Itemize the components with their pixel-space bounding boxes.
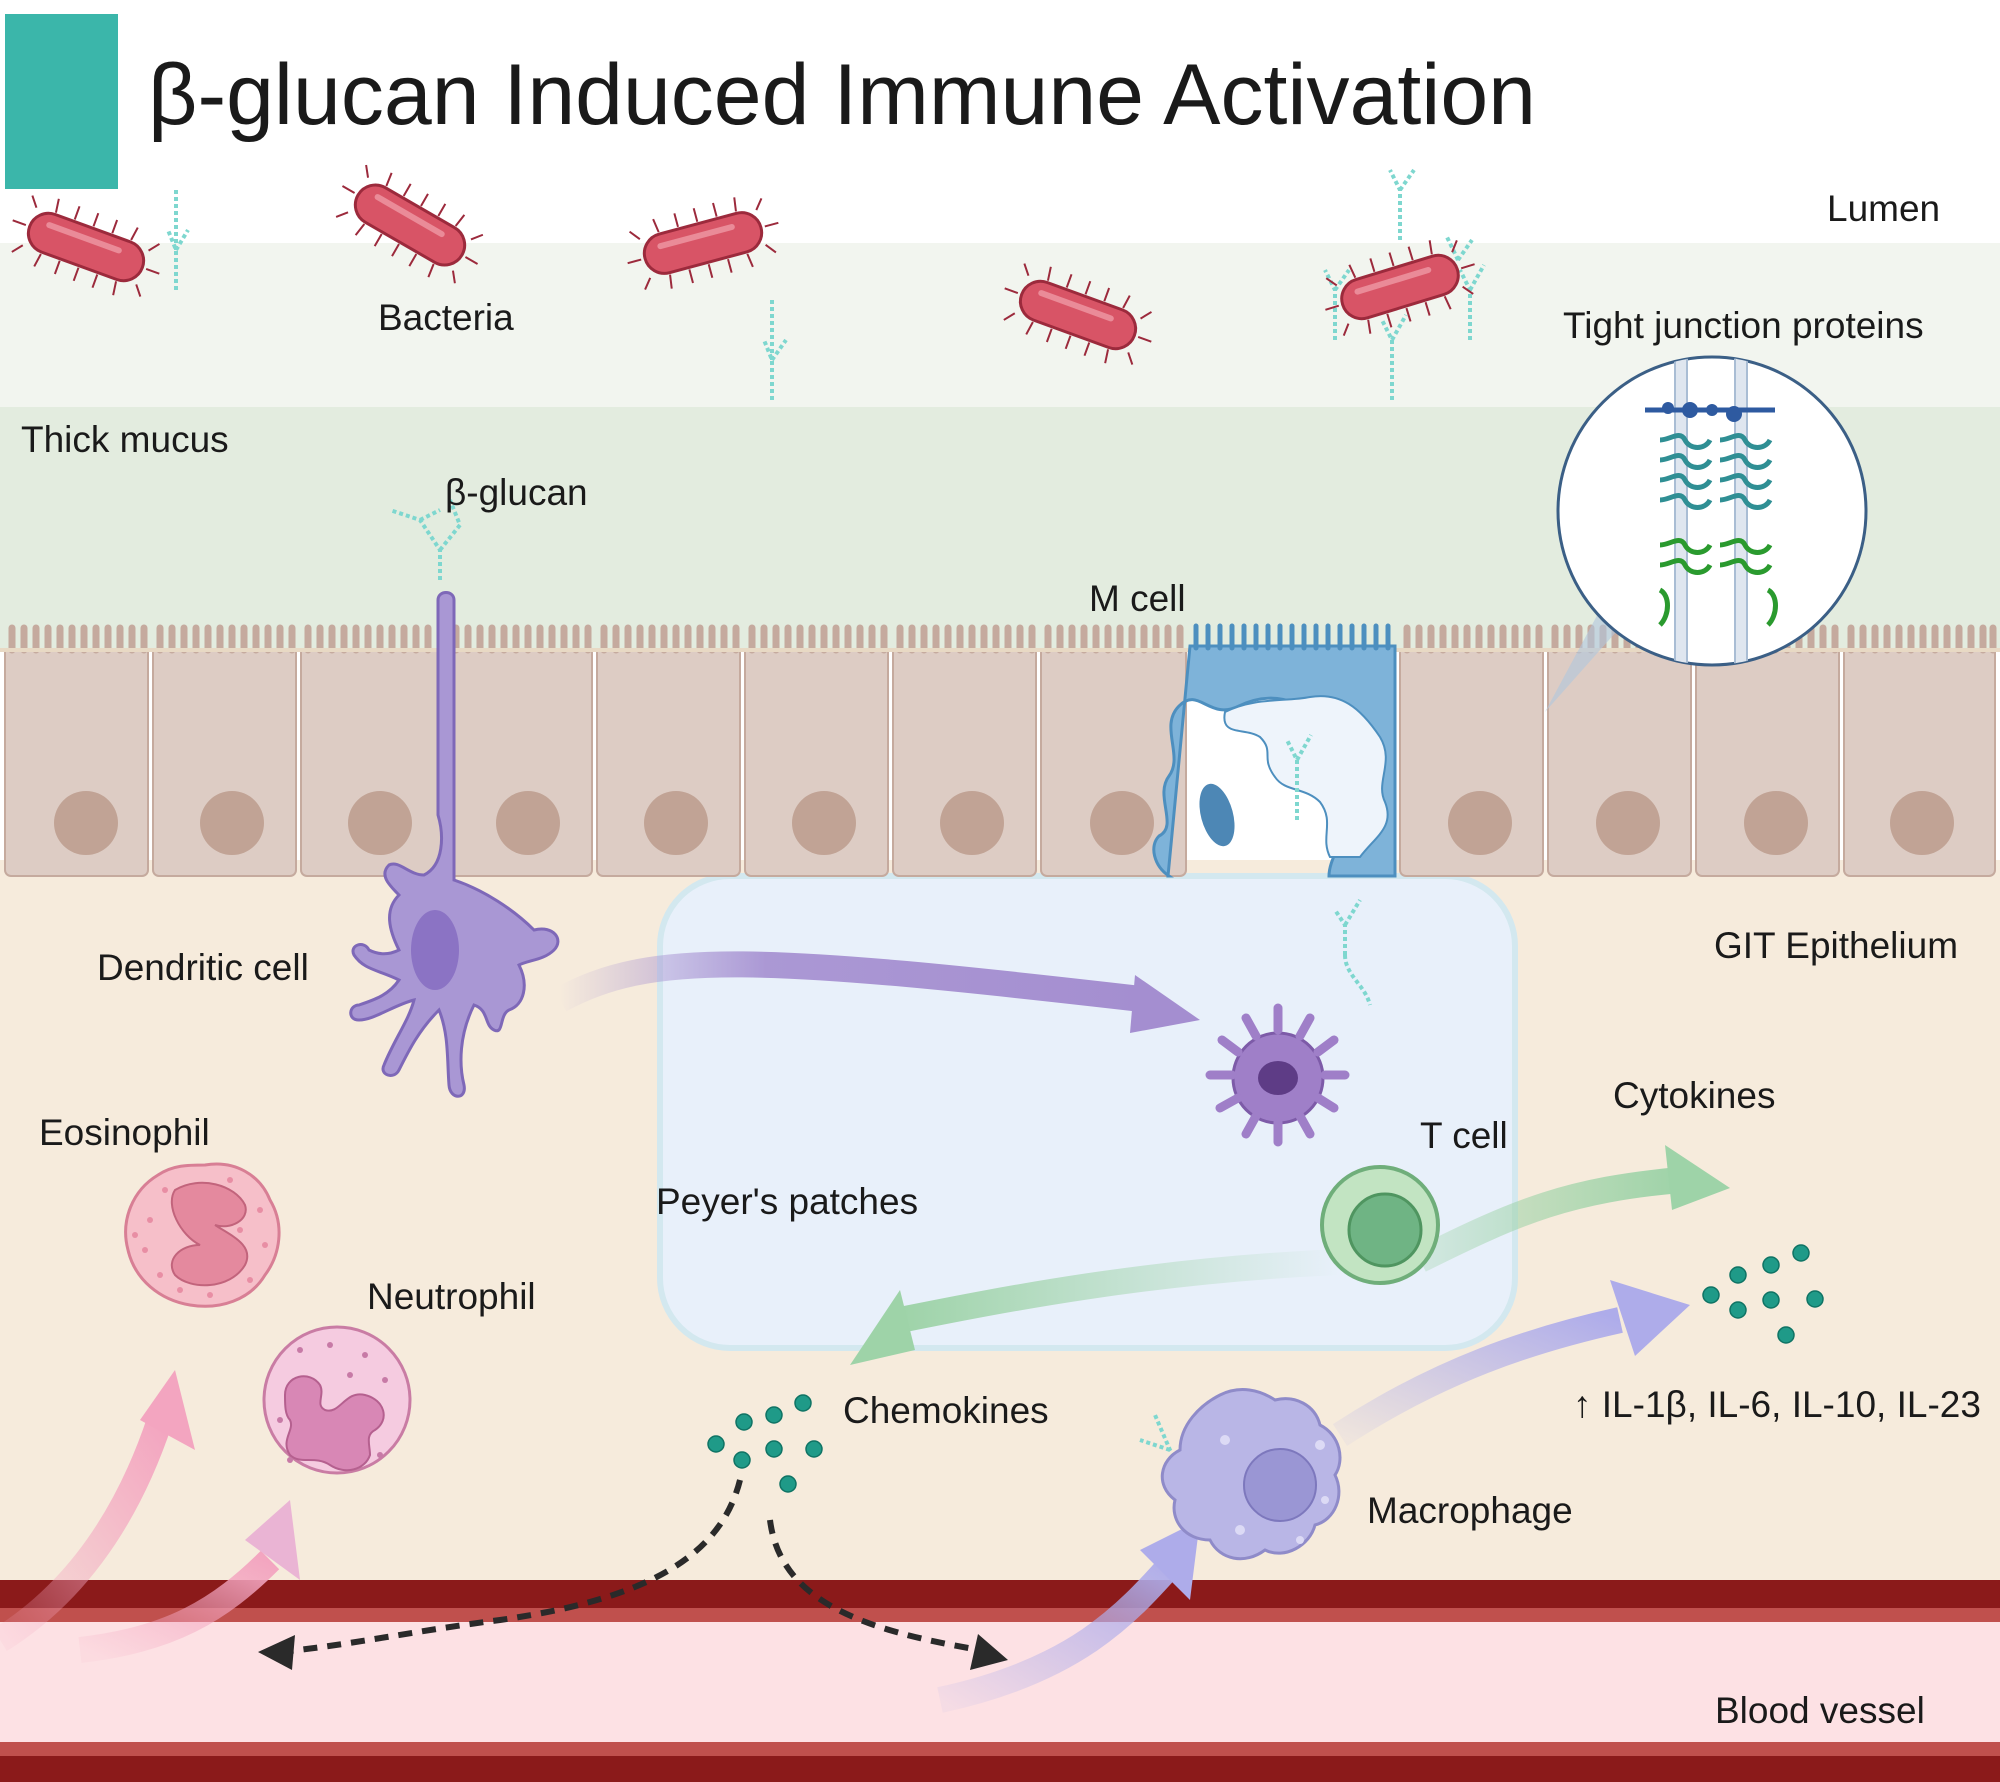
diagram-title: β-glucan Induced Immune Activation: [148, 47, 1537, 143]
chemokine-particles: [707, 1394, 823, 1493]
activated-dendritic-cell-icon: [1205, 1003, 1350, 1147]
bacterium-icon: [335, 164, 484, 284]
label-lumen: Lumen: [1827, 188, 1941, 229]
macrophage-icon: [1160, 1388, 1342, 1561]
epithelium: [0, 624, 2000, 877]
label-peyers-patches: Peyer's patches: [656, 1181, 919, 1222]
eosinophil-icon: [124, 1162, 281, 1308]
label-thick-mucus: Thick mucus: [21, 419, 229, 460]
arrow-blood-to-eosinophil: [0, 1370, 195, 1652]
label-blood-vessel: Blood vessel: [1715, 1690, 1925, 1731]
label-dendritic-cell: Dendritic cell: [97, 947, 309, 988]
neutrophil-icon: [262, 1325, 412, 1475]
title-accent-bar: [5, 14, 118, 189]
label-neutrophil: Neutrophil: [367, 1276, 536, 1317]
label-m-cell: M cell: [1089, 578, 1186, 619]
label-bacteria: Bacteria: [378, 297, 514, 338]
arrow-blood-to-macrophage: [937, 1520, 1200, 1713]
m-cell-icon: [1152, 623, 1397, 878]
arrow-tcell-to-cytokines: [1414, 1145, 1730, 1272]
label-t-cell: T cell: [1420, 1115, 1508, 1156]
cytokine-particles: [1702, 1244, 1824, 1344]
label-cytokines: Cytokines: [1613, 1075, 1776, 1116]
t-cell-icon: [1320, 1165, 1440, 1285]
label-beta-glucan: β-glucan: [445, 472, 588, 513]
vessel-wall-bottom: [0, 1756, 2000, 1782]
vessel-wall-top: [0, 1580, 2000, 1608]
dashed-arrow-chemokines-right: [767, 1519, 1008, 1670]
label-macrophage: Macrophage: [1367, 1490, 1573, 1531]
arrow-dc-to-tcell: [553, 951, 1200, 1033]
arrow-macrophage-to-cytokines: [1332, 1280, 1690, 1446]
label-interleukins: ↑ IL-1β, IL-6, IL-10, IL-23: [1573, 1384, 1981, 1425]
bacterium-icon: [1325, 239, 1475, 336]
dashed-arrow-chemokines-left: [258, 1479, 743, 1670]
dendritic-cell-icon: [349, 591, 560, 1098]
bacteria-group: [11, 164, 1475, 365]
arrow-tcell-to-chemokines: [850, 1249, 1341, 1365]
bacterium-icon: [11, 195, 160, 297]
label-chemokines: Chemokines: [843, 1390, 1049, 1431]
arrow-blood-to-neutrophil: [78, 1500, 300, 1663]
tight-junction-zoom-icon: [1545, 355, 1868, 712]
label-git-epithelium: GIT Epithelium: [1714, 925, 1959, 966]
label-tight-junction: Tight junction proteins: [1563, 305, 1924, 346]
bacterium-icon: [627, 197, 779, 290]
bacterium-icon: [1003, 263, 1152, 365]
label-eosinophil: Eosinophil: [39, 1112, 210, 1153]
